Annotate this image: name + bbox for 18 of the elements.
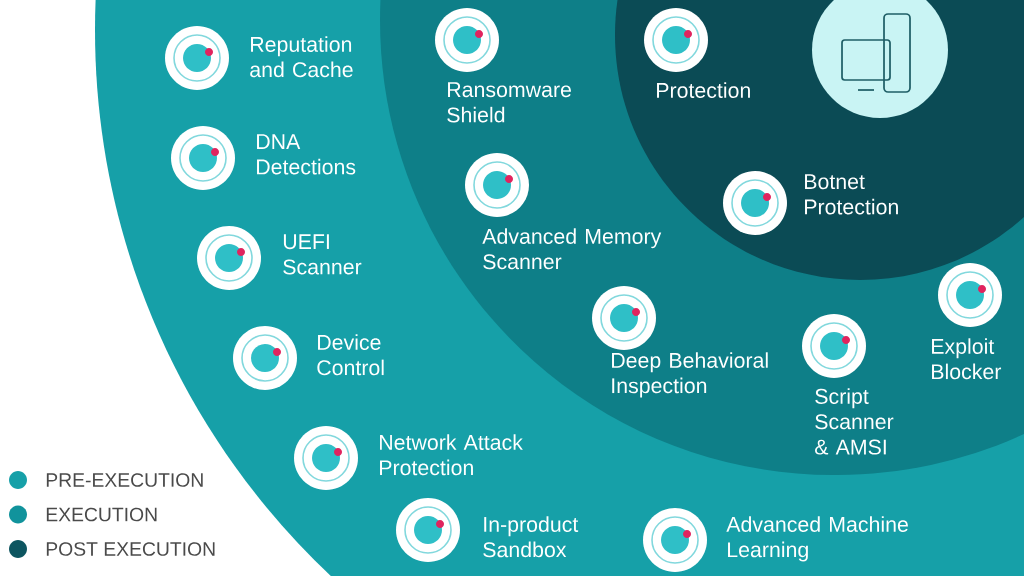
feature-label: Reputation and Cache — [250, 36, 353, 78]
feature-label: Botnet Protection — [805, 174, 898, 215]
devices-drawing — [812, 0, 948, 118]
feature-label: UEFI Scanner — [283, 234, 362, 275]
feature-label: Advanced Memory Scanner — [482, 228, 662, 270]
legend-label: POST EXECUTION — [46, 542, 215, 556]
feature-label: Script Scanner & AMSI — [815, 388, 894, 455]
legend-label: EXECUTION — [46, 507, 157, 522]
feature-label: Protection — [657, 82, 750, 98]
feature-label: Advanced Machine Learning — [726, 516, 908, 562]
feature-label: Exploit Blocker — [932, 338, 1002, 380]
feature-label: DNA Detections — [257, 134, 356, 175]
feature-label: Network Attack Protection — [380, 434, 523, 476]
feature-label: Ransomware Shield — [447, 82, 571, 123]
feature-label: Device Control — [317, 334, 384, 376]
feature-label: Deep Behavioral Inspection — [612, 352, 768, 398]
legend-label: PRE-EXECUTION — [46, 473, 203, 487]
feature-label: In-product Sandbox — [483, 516, 579, 558]
